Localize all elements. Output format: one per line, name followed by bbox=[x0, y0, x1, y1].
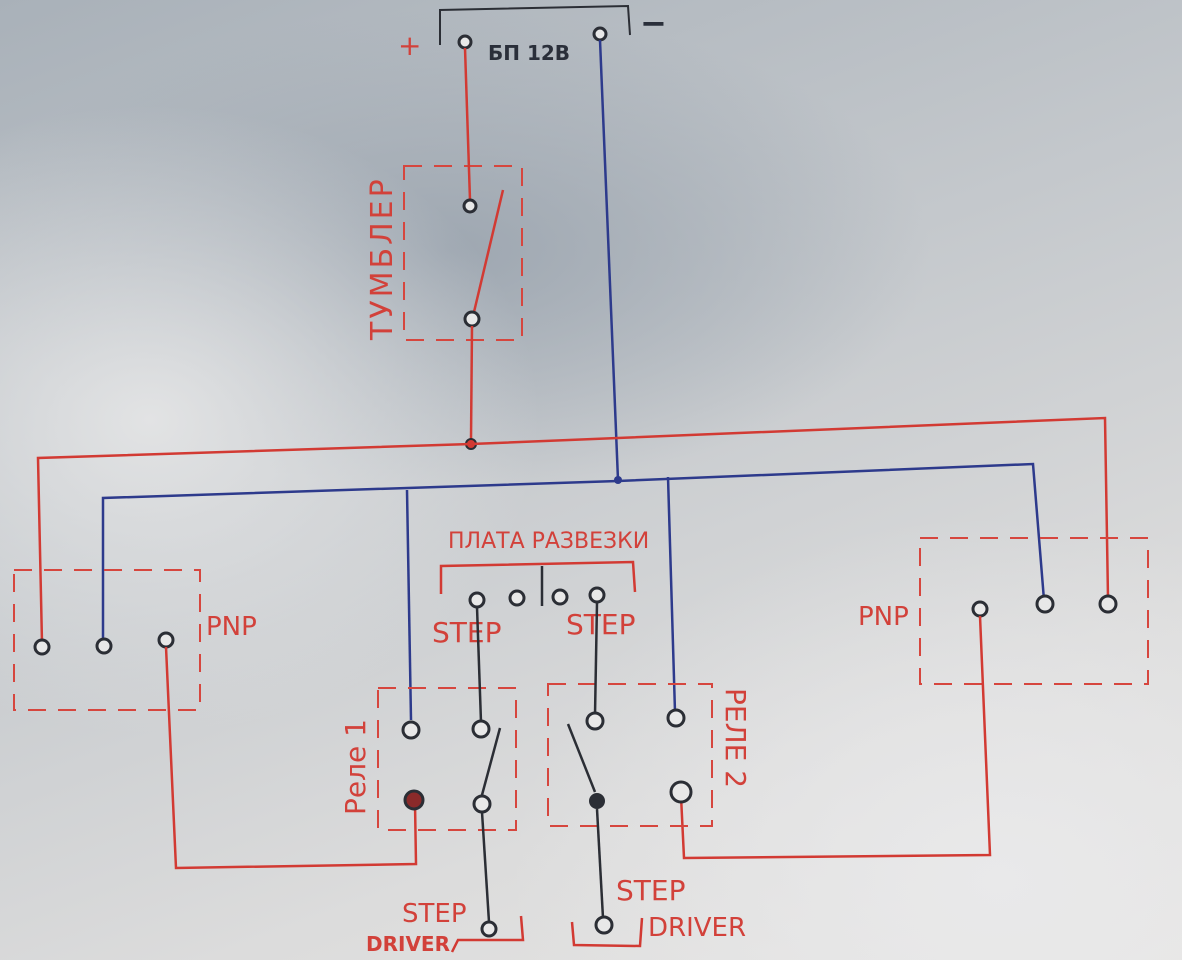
relay2-coil-signal bbox=[669, 780, 693, 804]
relay2-no bbox=[589, 793, 605, 809]
relay1-com bbox=[471, 719, 491, 739]
driver-right-terminal bbox=[594, 915, 614, 935]
pnp-right-label: PNP bbox=[858, 602, 909, 632]
toggle-label: ТУМБЛЕР bbox=[365, 176, 400, 341]
relay2-contact bbox=[566, 723, 597, 793]
power-supply-label: БП 12В bbox=[488, 41, 570, 65]
relay-1: Реле 1 bbox=[339, 606, 517, 923]
negative-bus bbox=[101, 39, 1046, 721]
relay1-label: Реле 1 bbox=[339, 719, 372, 815]
pnp-left-label: PNP bbox=[206, 612, 257, 642]
toggle-switch: ТУМБЛЕР bbox=[365, 47, 523, 450]
relay1-coil-signal bbox=[403, 789, 425, 811]
board-terminal-2 bbox=[508, 589, 526, 607]
board-label: ПЛАТА РАЗВЕЗКИ bbox=[448, 529, 649, 554]
distribution-board: ПЛАТА РАЗВЕЗКИ STEP STEP bbox=[432, 529, 649, 649]
power-minus-terminal bbox=[592, 26, 608, 42]
pnp-left-terminal-signal bbox=[157, 631, 175, 649]
power-plus-terminal bbox=[457, 34, 473, 50]
plus-sign: + bbox=[398, 29, 421, 62]
driver-right-label-top: STEP bbox=[616, 874, 685, 907]
board-terminal-4 bbox=[588, 586, 606, 604]
power-supply: + − БП 12В bbox=[398, 4, 667, 65]
pnp-right-terminal-minus bbox=[1035, 594, 1055, 614]
toggle-lever bbox=[472, 189, 505, 313]
relay2-coil-minus bbox=[666, 708, 686, 728]
minus-sign: − bbox=[640, 4, 667, 42]
positive-bus bbox=[36, 416, 1110, 644]
board-step-right-label: STEP bbox=[566, 608, 635, 641]
relay1-no bbox=[472, 794, 492, 814]
relay2-com bbox=[585, 711, 605, 731]
board-step-left-label: STEP bbox=[432, 616, 501, 649]
driver-left-terminal bbox=[480, 920, 498, 938]
pnp-left-terminal-plus bbox=[33, 638, 51, 656]
relay1-coil-minus bbox=[401, 720, 421, 740]
driver-left-label-bottom: DRIVER bbox=[366, 932, 450, 956]
relay2-label: РЕЛЕ 2 bbox=[719, 688, 752, 788]
step-driver-right: STEP DRIVER bbox=[570, 874, 746, 948]
board-terminal-1 bbox=[468, 591, 486, 609]
relay-2: РЕЛЕ 2 bbox=[547, 602, 752, 919]
driver-right-label-bottom: DRIVER bbox=[648, 913, 746, 943]
pnp-sensor-left: PNP bbox=[13, 569, 418, 870]
driver-left-label-top: STEP bbox=[402, 899, 467, 929]
pnp-right-terminal-signal bbox=[971, 600, 989, 618]
pnp-right-terminal-plus bbox=[1098, 594, 1118, 614]
board-terminal-3 bbox=[551, 588, 569, 606]
relay1-contact bbox=[480, 727, 502, 796]
pnp-left-terminal-minus bbox=[95, 637, 113, 655]
step-driver-left: STEP DRIVER bbox=[366, 899, 525, 956]
